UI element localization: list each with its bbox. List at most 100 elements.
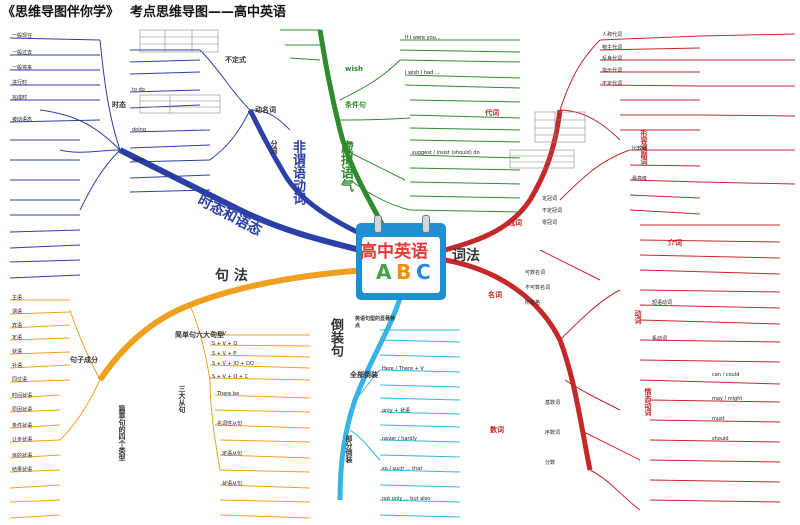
calendar-page [362,237,440,293]
leaf-there-be: There be [217,391,240,397]
leaf-possessive-case: 所有格 [525,300,541,306]
center-title: 高中英语 [360,242,428,262]
leaf-subject: 主语 [12,295,23,301]
branch-syntax: 句 法 [215,268,248,284]
letter-a: A [376,260,392,284]
leaf-concession-adverbial: 让步状语 [12,437,33,443]
leaf-to-do: to do [132,87,145,93]
leaf-ordinal: 序数词 [545,430,561,436]
leaf-phrasal-verb: 短语动词 [652,300,673,306]
leaf-result-adverbial: 结果状语 [12,467,33,473]
leaf-indefinite-pronoun: 不定代词 [602,81,623,87]
leaf-here-there: Here / There + V [382,366,424,372]
sub-four-types: 篇章句的四个类型 [118,405,126,461]
calendar-ring-icon [422,215,430,233]
sub-six-patterns: 简单句六大句型 [175,331,224,339]
leaf-doing: doing [132,127,146,133]
sub-numeral: 数词 [490,426,504,434]
sub-participle: 分词 [270,140,278,154]
leaf-definite-article: 定冠词 [542,196,558,202]
branch-curve-tense [118,147,361,253]
branch-lexis: 词法 [452,248,480,264]
leaf-countable-noun: 可数名词 [525,270,546,276]
leaf-not-only: not only ... but also [382,496,431,502]
center-node: 高中英语 A B C [356,215,446,300]
leaf-adverbial-clause: 状语从句 [222,481,243,487]
leaf-if-clause: If I were you... [405,35,441,41]
sub-full-inversion: 全部倒装 [350,371,378,379]
leaf-noun-clause: 名词性从句 [217,421,243,427]
main-title: 考点思维导图——高中英语 [130,5,287,20]
leaf-linking-verb: 系动词 [652,336,668,342]
letter-b: B [396,260,412,284]
leaf-appositive: 同位语 [12,377,28,383]
leaf-only: only + 状语 [382,408,410,414]
branch-curve-nonfinite [247,108,372,241]
leaf-attributive: 定语 [12,335,23,341]
leaf-future: 一般将来 [12,65,33,71]
sub-tense: 时态 [112,101,126,109]
leaf-perfect: 完成时 [12,95,28,101]
leaf-personal-pronoun: 人称代词 [602,32,623,38]
sub-gerund: 动名词 [255,106,276,114]
series-title: 《思维导图伴你学》 [2,5,120,20]
sub-modal-verb: 情态动词 [644,388,652,416]
leaf-uncountable-noun: 不可数名词 [525,285,551,291]
branch-subjunctive-mood: 虚拟语气 [338,140,353,192]
leaf-wish-clause: I wish I had ... [405,70,440,76]
sub-preposition: 介词 [668,239,682,247]
leaf-done: done [132,157,145,163]
leaf-must: must [712,416,725,422]
leaf-comparative: 比较级 [632,146,648,152]
branch-nonfinite-verbs: 非谓语动词 [290,140,305,205]
leaf-suggest: suggest / insist (should) do [412,150,480,156]
sub-three-clauses: 三大从句 [178,385,186,413]
sub-wish: wish [345,65,364,73]
leaf-past: 一般过去 [12,50,33,56]
sub-partial-inversion: 部分倒装 [345,435,353,463]
leaf-possessive-pronoun: 物主代词 [602,45,623,51]
leaf-reason-adverbial: 原因状语 [12,407,33,413]
sub-conditional: 条件句 [345,101,366,109]
leaf-demonstrative-pronoun: 指示代词 [602,68,623,74]
leaf-can: can / could [712,372,740,378]
leaf-should: should [712,436,729,442]
leaf-superlative: 最高级 [632,176,648,182]
leaf-may: may / might [712,396,743,402]
leaf-complement: 补语 [12,363,23,369]
leaf-adverbial: 状语 [12,349,23,355]
leaf-progressive: 进行时 [12,80,28,86]
sub-inversion-features: 英语句型的显著特点 [355,316,396,329]
leaf-fraction: 分数 [545,460,556,466]
leaf-so-such: so / such ... that [382,466,423,472]
sub-adjective-adverb: 形容词副词 [640,130,648,165]
leaf-pattern-svp: S + V + P [212,351,237,357]
branch-curve-mood [317,29,388,232]
leaf-reflexive-pronoun: 反身代词 [602,56,623,62]
sub-infinitive: 不定式 [225,56,246,64]
letter-c: C [416,260,431,284]
leaf-condition-adverbial: 条件状语 [12,423,33,429]
branch-inversion: 倒装句 [328,318,343,357]
leaf-pattern-sviodo: S + V + IO + DO [212,361,254,367]
sub-noun: 名词 [488,291,502,299]
leaf-time-adverbial: 时间状语 [12,393,33,399]
branch-curve-lexis [444,109,563,253]
sub-verb: 动词 [634,310,642,324]
leaf-pattern-svo: S + V + O [212,341,238,347]
calendar-ring-icon [374,215,382,233]
leaf-purpose-adverbial: 目的状语 [12,453,33,459]
leaf-pattern-svoc: S + V + O + C [212,374,249,380]
leaf-cardinal: 基数词 [545,400,561,406]
leaf-object: 宾语 [12,323,23,329]
sub-article: 冠词 [508,219,522,227]
leaf-never: never / hardly [382,436,417,442]
leaf-present: 一般现在 [12,33,33,39]
sub-pronoun: 代词 [485,109,499,117]
branch-curve-lexis-2 [444,257,593,471]
leaf-predicate: 谓语 [12,309,23,315]
leaf-indefinite-article: 不定冠词 [542,208,563,214]
leaf-passive: 被动语态 [12,117,33,123]
leaf-attributive-clause: 定语从句 [222,451,243,457]
